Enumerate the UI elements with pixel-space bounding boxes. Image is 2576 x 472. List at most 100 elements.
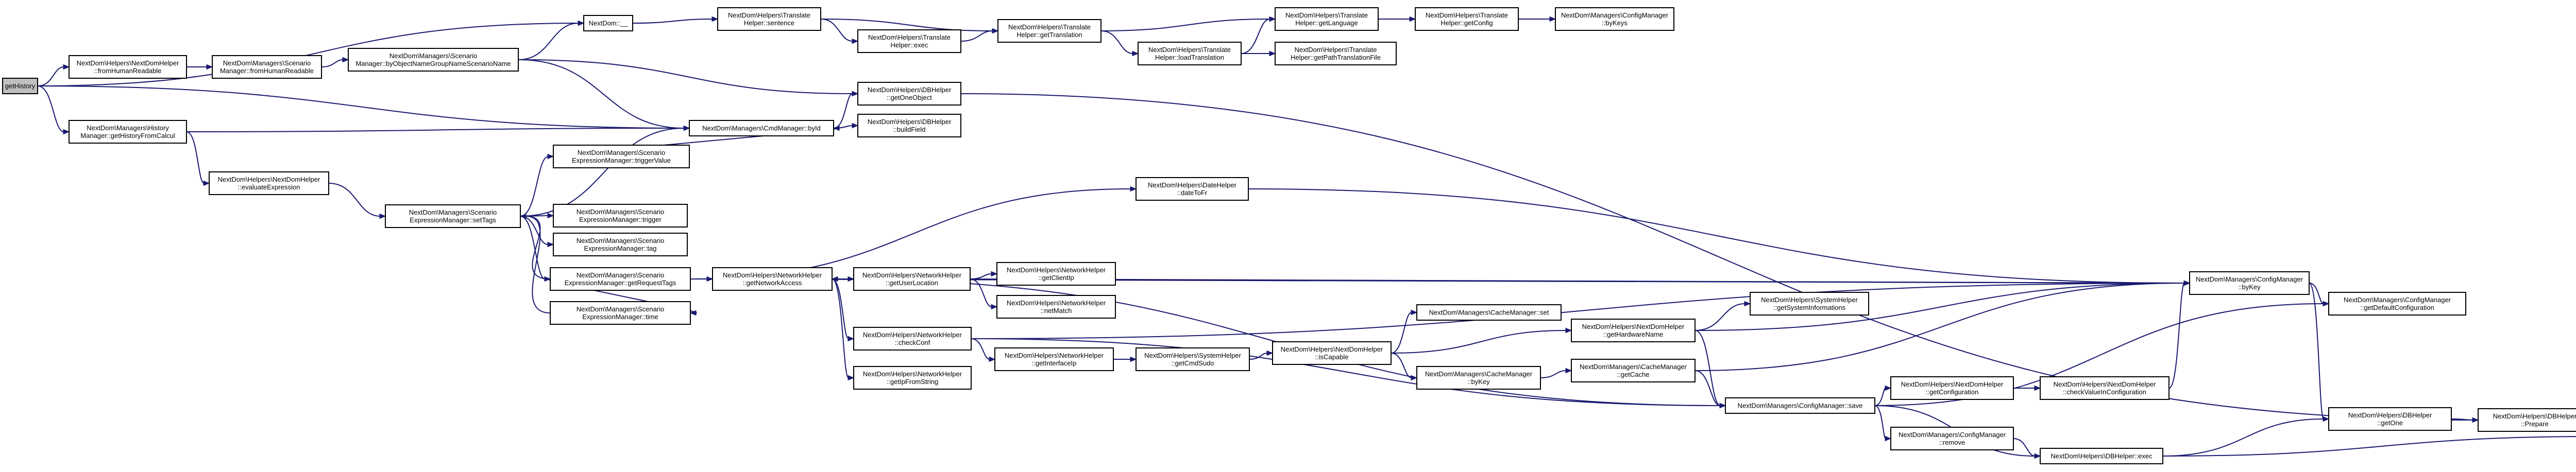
node-label: getHistory xyxy=(5,82,36,90)
node-label: NextDom\Managers\Scenario xyxy=(409,208,497,216)
node-box xyxy=(1138,42,1242,65)
edge-arrowhead xyxy=(2472,417,2479,423)
node-box xyxy=(853,267,971,291)
graph-node-net-checkConf[interactable]: NextDom\Helpers\NetworkHelper::checkConf xyxy=(853,327,972,351)
graph-node-tr-sentence[interactable]: NextDom\Helpers\TranslateHelper::sentenc… xyxy=(717,7,821,31)
node-box xyxy=(1571,359,1696,382)
graph-node-date-dateToFr[interactable]: NextDom\Helpers\DateHelper::dateToFr xyxy=(1136,177,1249,201)
graph-node-db-prepare[interactable]: NextDom\Helpers\DBHelper::Prepare xyxy=(2478,408,2576,432)
graph-node-getHistory[interactable]: getHistory xyxy=(2,78,38,94)
edge-line xyxy=(186,128,685,132)
node-box xyxy=(853,327,972,351)
graph-node-net-getInterfaceIp[interactable]: NextDom\Helpers\NetworkHelper::getInterf… xyxy=(994,347,1114,371)
node-label: NextDom\Managers\Scenario xyxy=(577,271,665,279)
node-label: ExpressionManager::time xyxy=(582,313,658,321)
graph-node-net-getUserLocation[interactable]: NextDom\Helpers\NetworkHelper::getUserLo… xyxy=(853,267,971,291)
graph-node-net-getNetworkAccess[interactable]: NextDom\Helpers\NetworkHelper::getNetwor… xyxy=(712,267,833,291)
node-box xyxy=(1571,319,1696,342)
node-label: ::getCmdSudo xyxy=(1171,359,1214,367)
graph-node-sem-getRequestTags[interactable]: NextDom\Managers\ScenarioExpressionManag… xyxy=(550,267,691,291)
edge-line xyxy=(2013,438,2036,457)
graph-node-sem-trigger[interactable]: NextDom\Managers\ScenarioExpressionManag… xyxy=(553,204,688,228)
graph-node-cmd-byId[interactable]: NextDom\Managers\CmdManager::byId xyxy=(689,120,834,136)
edge-line xyxy=(1694,330,1721,406)
edge-line xyxy=(37,85,64,132)
edge-line xyxy=(520,156,549,217)
node-label: NextDom\Managers\CacheManager xyxy=(1580,363,1687,371)
graph-node-sem-triggerValue[interactable]: NextDom\Managers\ScenarioExpressionManag… xyxy=(553,145,690,168)
node-box xyxy=(553,204,688,228)
graph-node-nd-evaluateExpression[interactable]: NextDom\Helpers\NextDomHelper::evaluateE… xyxy=(209,171,329,195)
node-label: ::evaluateExpression xyxy=(238,183,300,191)
node-label: ::getDefaultConfiguration xyxy=(2360,304,2434,311)
graph-node-sem-tag[interactable]: NextDom\Managers\ScenarioExpressionManag… xyxy=(553,233,688,256)
graph-node-cm-remove[interactable]: NextDom\Managers\ConfigManager::remove xyxy=(1890,427,2014,450)
graph-node-tr-getConfig[interactable]: NextDom\Helpers\TranslateHelper::getConf… xyxy=(1415,7,1519,31)
edge-arrowhead xyxy=(203,180,210,186)
graph-node-cache-byKey[interactable]: NextDom\Managers\CacheManager::byKey xyxy=(1416,366,1541,390)
graph-node-cm-byKeys[interactable]: NextDom\Managers\ConfigManager::byKeys xyxy=(1555,7,1674,31)
graph-node-sys-getSystemInformations[interactable]: NextDom\Helpers\SystemHelper::getSystemI… xyxy=(1750,292,1869,316)
graph-edge xyxy=(518,59,690,131)
edge-arrowhead xyxy=(547,213,554,219)
graph-node-nd-getHardwareName[interactable]: NextDom\Helpers\NextDomHelper::getHardwa… xyxy=(1571,319,1696,342)
graph-node-sem-time[interactable]: NextDom\Managers\ScenarioExpressionManag… xyxy=(550,301,691,325)
node-label: NextDom\Managers\ConfigManager xyxy=(1561,11,1669,19)
graph-node-nd-isCapable[interactable]: NextDom\Helpers\NextDomHelper::isCapable xyxy=(1272,341,1392,365)
node-box xyxy=(1415,7,1519,31)
graph-node-sem-setTags[interactable]: NextDom\Managers\ScenarioExpressionManag… xyxy=(385,204,521,228)
graph-node-db-getOneObject[interactable]: NextDom\Helpers\DBHelper::getOneObject xyxy=(857,82,961,106)
graph-edge xyxy=(971,338,996,362)
graph-node-cache-getCache[interactable]: NextDom\Managers\CacheManager::getCache xyxy=(1571,359,1696,382)
graph-node-sm-byObjectName[interactable]: NextDom\Managers\ScenarioManager::byObje… xyxy=(348,48,519,72)
graph-node-net-getIpFromString[interactable]: NextDom\Helpers\NetworkHelper::getIpFrom… xyxy=(853,366,972,390)
node-box xyxy=(553,233,688,256)
graph-node-db-getOne[interactable]: NextDom\Helpers\DBHelper::getOne xyxy=(2328,407,2452,431)
node-label: Manager::fromHumanReadable xyxy=(220,67,314,75)
node-label: ::byKey xyxy=(2238,283,2261,291)
edge-line xyxy=(820,19,853,42)
graph-edge xyxy=(1694,330,1726,409)
graph-node-tr-loadTranslation[interactable]: NextDom\Helpers\TranslateHelper::loadTra… xyxy=(1138,42,1242,65)
node-label: ::getNetworkAccess xyxy=(743,279,802,287)
edge-line xyxy=(1874,388,1886,406)
graph-node-cm-byKey[interactable]: NextDom\Managers\ConfigManager::byKey xyxy=(2189,271,2310,295)
graph-node-db-exec[interactable]: NextDom\Helpers\DBHelper::exec xyxy=(2040,448,2163,464)
edge-arrowhead xyxy=(1885,435,1892,442)
node-label: NextDom\Managers\History xyxy=(87,124,169,132)
graph-node-NextDom[interactable]: NextDom::__ xyxy=(583,15,633,31)
graph-node-tr-getTranslation[interactable]: NextDom\Helpers\TranslateHelper::getTran… xyxy=(997,19,1101,43)
edge-arrowhead xyxy=(1130,186,1137,192)
edge-line xyxy=(970,273,992,279)
graph-node-net-getClientIp[interactable]: NextDom\Helpers\NetworkHelper::getClient… xyxy=(996,262,1116,286)
graph-node-hm-getHistoryFromCalcul[interactable]: NextDom\Managers\HistoryManager::getHist… xyxy=(69,120,187,144)
graph-node-db-buildField[interactable]: NextDom\Helpers\DBHelper::buildField xyxy=(857,114,961,137)
edge-line xyxy=(1694,283,2185,371)
edge-arrowhead xyxy=(848,336,855,342)
graph-node-sys-getCmdSudo[interactable]: NextDom\Helpers\SystemHelper::getCmdSudo xyxy=(1136,347,1250,371)
graph-node-tr-getPathTranslationFile[interactable]: NextDom\Helpers\TranslateHelper::getPath… xyxy=(1275,42,1397,65)
node-box xyxy=(1416,304,1562,321)
edge-arrowhead xyxy=(689,310,697,316)
graph-node-cache-set[interactable]: NextDom\Managers\CacheManager::set xyxy=(1416,304,1562,321)
graph-edge xyxy=(1248,188,2191,286)
graph-node-cm-save[interactable]: NextDom\Managers\ConfigManager::save xyxy=(1725,397,1875,414)
graph-node-net-netMatch[interactable]: NextDom\Helpers\NetworkHelper::netMatch xyxy=(996,295,1116,319)
graph-node-cm-getDefaultConfiguration[interactable]: NextDom\Managers\ConfigManager::getDefau… xyxy=(2328,292,2466,316)
edge-arrowhead xyxy=(711,16,719,22)
node-label: Helper::getLanguage xyxy=(1295,19,1358,27)
graph-node-nd-getConfiguration[interactable]: NextDom\Helpers\NextDomHelper::getConfig… xyxy=(1890,376,2014,400)
graph-node-nd-fromHumanReadable[interactable]: NextDom\Helpers\NextDomHelper::fromHuman… xyxy=(69,55,187,79)
node-box xyxy=(69,120,187,144)
graph-node-sm-fromHumanReadable[interactable]: NextDom\Managers\ScenarioManager::fromHu… xyxy=(212,55,322,79)
node-label: ::Prepare xyxy=(2521,420,2548,428)
edge-arrowhead xyxy=(1130,356,1137,362)
node-label: ::fromHumanReadable xyxy=(94,67,162,75)
edge-arrowhead xyxy=(1411,309,1418,316)
node-label: ExpressionManager::tag xyxy=(584,244,657,252)
graph-node-nd-checkValueInConfiguration[interactable]: NextDom\Helpers\NextDomHelper::checkValu… xyxy=(2040,376,2170,400)
edge-line xyxy=(2162,436,2576,457)
graph-node-tr-getLanguage[interactable]: NextDom\Helpers\TranslateHelper::getLang… xyxy=(1275,7,1379,31)
node-label: NextDom\Helpers\NetworkHelper xyxy=(1007,299,1106,307)
